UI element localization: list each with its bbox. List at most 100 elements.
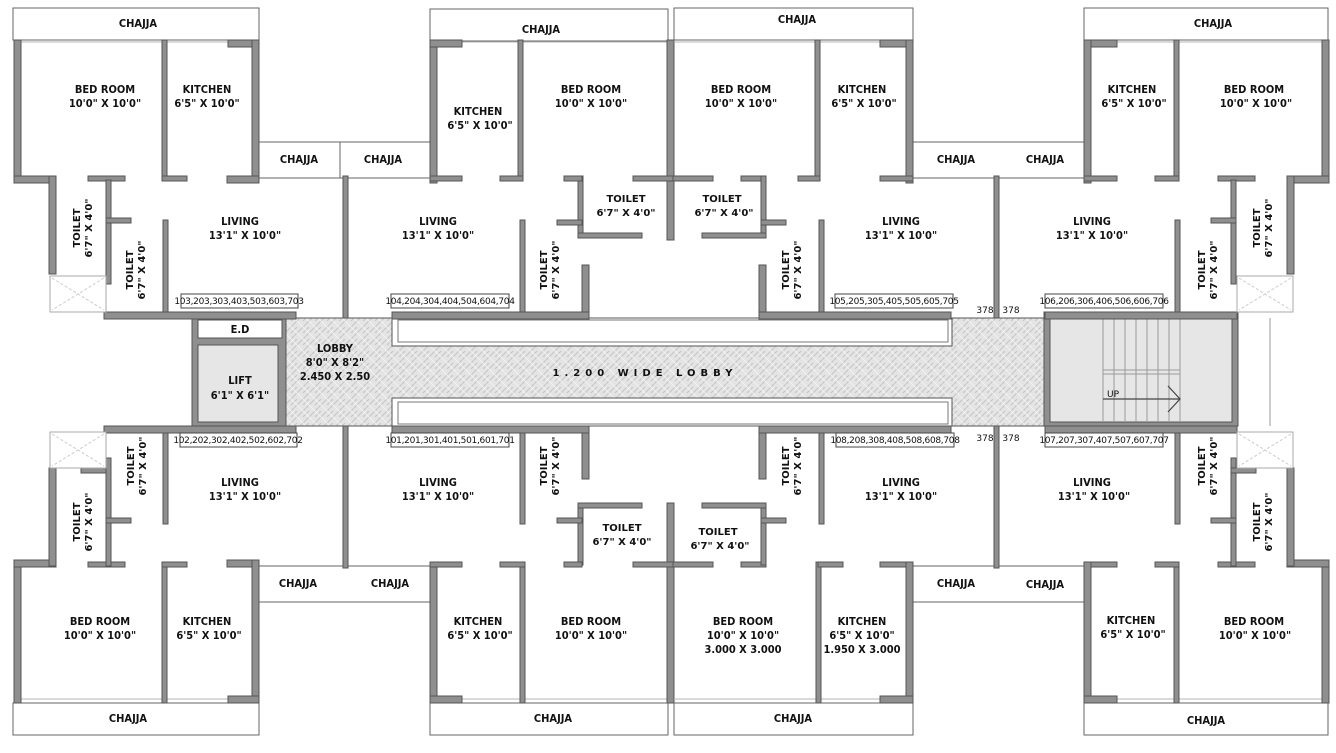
room-label-toilet: TOILET xyxy=(126,446,137,485)
chajja-label: CHAJJA xyxy=(937,153,976,166)
ed-label: E.D xyxy=(231,323,250,336)
room-label-toilet: TOILET xyxy=(1252,208,1263,247)
room-label-toilet: TOILET xyxy=(539,250,550,289)
room-label-toilet: TOILET xyxy=(781,446,792,485)
room-label-toilet: TOILET xyxy=(1197,250,1208,289)
unit-number-label: 106,206,306,406,506,606,706 xyxy=(1039,297,1169,307)
room-size-toilet: 6'7" X 4'0" xyxy=(1209,436,1220,495)
room-label-kitchen: KITCHEN xyxy=(454,615,503,628)
room-size-bed: 10'0" X 10'0" xyxy=(69,97,141,110)
chajja-label: CHAJJA xyxy=(1187,714,1226,727)
chajja-label: CHAJJA xyxy=(937,577,976,590)
room-size-toilet: 6'7" X 4'0" xyxy=(596,208,655,219)
lobby-label: LOBBY xyxy=(317,342,354,355)
unit-number-label: 104,204,304,404,504,604,704 xyxy=(385,297,515,307)
chajja-label: CHAJJA xyxy=(371,577,410,590)
room-size-living: 13'1" X 10'0" xyxy=(402,490,474,503)
lobby-size-ft: 8'0" X 8'2" xyxy=(306,356,364,369)
room-label-living: LIVING xyxy=(419,215,457,228)
room-size-kitchen: 6'5" X 10'0" xyxy=(1100,628,1165,641)
room-label-toilet: TOILET xyxy=(606,194,645,205)
room-size-kitchen: 6'5" X 10'0" xyxy=(176,629,241,642)
room-label-bed: BED ROOM xyxy=(1224,615,1284,628)
room-size-bed: 10'0" X 10'0" xyxy=(707,629,779,642)
room-size-kitchen-metric: 1.950 X 3.000 xyxy=(823,643,900,656)
room-label-living: LIVING xyxy=(419,476,457,489)
room-label-living: LIVING xyxy=(1073,215,1111,228)
chajja-label: CHAJJA xyxy=(1026,153,1065,166)
room-label-bed: BED ROOM xyxy=(711,83,771,96)
unit-102: CHAJJA CHAJJA CHAJJA BED ROOM 10'0" X 10… xyxy=(12,425,431,736)
room-size-toilet: 6'7" X 4'0" xyxy=(84,198,95,257)
room-label-bed: BED ROOM xyxy=(561,615,621,628)
room-label-toilet: TOILET xyxy=(698,527,737,538)
room-size-toilet: 6'7" X 4'0" xyxy=(1264,492,1275,551)
stair-up-label: UP xyxy=(1107,390,1120,400)
room-size-living: 13'1" X 10'0" xyxy=(402,229,474,242)
room-label-bed: BED ROOM xyxy=(75,83,135,96)
room-label-bed: BED ROOM xyxy=(713,615,773,628)
room-label-toilet: TOILET xyxy=(72,502,83,541)
room-size-kitchen: 6'5" X 10'0" xyxy=(831,97,896,110)
room-size-kitchen: 6'5" X 10'0" xyxy=(174,97,239,110)
unit-number-label: 101,201,301,401,501,601,701 xyxy=(385,436,514,446)
room-size-toilet: 6'7" X 4'0" xyxy=(793,240,804,299)
chajja-label: CHAJJA xyxy=(119,17,158,30)
unit-number-label: 103,203,303,403,503,603,703 xyxy=(174,297,303,307)
room-label-living: LIVING xyxy=(221,215,259,228)
chajja-label: CHAJJA xyxy=(774,712,813,725)
chajja-label: CHAJJA xyxy=(1026,578,1065,591)
room-label-toilet: TOILET xyxy=(781,250,792,289)
room-size-living: 13'1" X 10'0" xyxy=(209,229,281,242)
room-label-kitchen: KITCHEN xyxy=(1107,614,1156,627)
room-label-living: LIVING xyxy=(882,215,920,228)
unit-105: CHAJJA CHAJJA BED ROOM 10'0" X 10'0" KIT… xyxy=(672,7,1086,320)
room-label-toilet: TOILET xyxy=(125,250,136,289)
chajja-label: CHAJJA xyxy=(364,153,403,166)
room-label-toilet: TOILET xyxy=(702,194,741,205)
room-label-kitchen: KITCHEN xyxy=(1108,83,1157,96)
room-size-living: 13'1" X 10'0" xyxy=(865,490,937,503)
room-label-living: LIVING xyxy=(882,476,920,489)
room-size-kitchen: 6'5" X 10'0" xyxy=(447,629,512,642)
room-size-toilet: 6'7" X 4'0" xyxy=(551,436,562,495)
lift-label: LIFT xyxy=(228,374,252,387)
room-label-toilet: TOILET xyxy=(1252,502,1263,541)
room-size-living: 13'1" X 10'0" xyxy=(865,229,937,242)
room-size-bed: 10'0" X 10'0" xyxy=(555,97,627,110)
room-size-living: 13'1" X 10'0" xyxy=(209,490,281,503)
dimension-label: 378 xyxy=(1002,434,1019,444)
room-size-toilet: 6'7" X 4'0" xyxy=(1209,240,1220,299)
room-label-kitchen: KITCHEN xyxy=(838,83,887,96)
unit-108: CHAJJA CHAJJA CHAJJA BED ROOM 10'0" X 10… xyxy=(672,425,1086,736)
room-size-toilet: 6'7" X 4'0" xyxy=(551,240,562,299)
room-label-living: LIVING xyxy=(221,476,259,489)
unit-number-label: 107,207,307,407,507,607,707 xyxy=(1039,436,1168,446)
unit-number-label: 102,202,302,402,502,602,702 xyxy=(173,436,302,446)
chajja-label: CHAJJA xyxy=(522,23,561,36)
lobby-size-m: 2.450 X 2.50 xyxy=(300,370,370,383)
room-size-kitchen: 6'5" X 10'0" xyxy=(829,629,894,642)
room-label-kitchen: KITCHEN xyxy=(183,83,232,96)
room-label-kitchen: KITCHEN xyxy=(454,105,503,118)
chajja-label: CHAJJA xyxy=(280,153,319,166)
room-label-bed: BED ROOM xyxy=(70,615,130,628)
room-size-bed: 10'0" X 10'0" xyxy=(555,629,627,642)
room-size-toilet: 6'7" X 4'0" xyxy=(84,492,95,551)
room-label-toilet: TOILET xyxy=(602,523,641,534)
room-size-living: 13'1" X 10'0" xyxy=(1058,490,1130,503)
room-size-toilet: 6'7" X 4'0" xyxy=(694,208,753,219)
room-label-bed: BED ROOM xyxy=(1224,83,1284,96)
room-size-bed: 10'0" X 10'0" xyxy=(1219,629,1291,642)
lobby-width-label: 1.200 WIDE LOBBY xyxy=(553,368,738,379)
dimension-label: 378 xyxy=(1002,306,1019,316)
room-label-living: LIVING xyxy=(1073,476,1111,489)
chajja-label: CHAJJA xyxy=(1194,17,1233,30)
room-label-kitchen: KITCHEN xyxy=(838,615,887,628)
stair-up-arrow-icon xyxy=(1103,385,1181,413)
unit-106: CHAJJA CHAJJA KITCHEN 6'5" X 10'0" BED R… xyxy=(1026,7,1330,426)
room-size-bed: 10'0" X 10'0" xyxy=(705,97,777,110)
unit-107: CHAJJA KITCHEN 6'5" X 10'0" BED ROOM 10'… xyxy=(1039,425,1330,736)
lobby-corridor: 1.200 WIDE LOBBY LOBBY 8'0" X 8'2" 2.450… xyxy=(285,317,1049,427)
